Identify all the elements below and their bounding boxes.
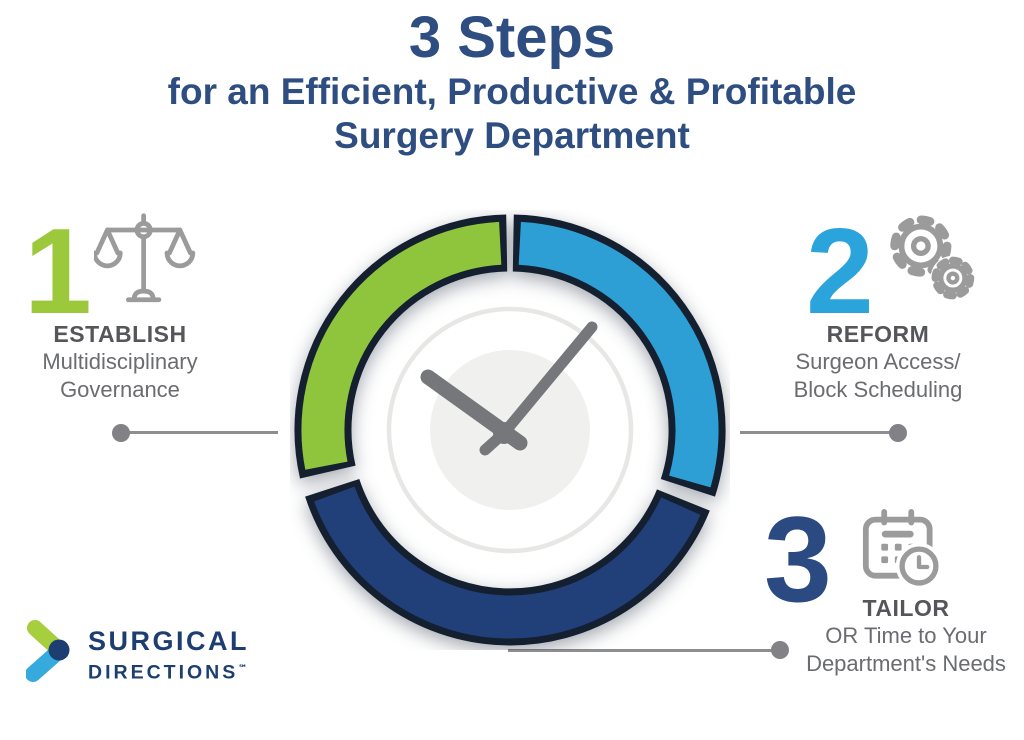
step-2-number: 2 bbox=[806, 203, 874, 339]
gears-icon bbox=[890, 215, 976, 301]
clock-inner-ring bbox=[386, 306, 634, 554]
step-2: REFORM Surgeon Access/ Block Scheduling bbox=[758, 320, 998, 404]
title-block: 3 Steps for an Efficient, Productive & P… bbox=[0, 6, 1024, 158]
step-3-heading: TAILOR bbox=[862, 595, 950, 621]
step-2-line-1: Surgeon Access/ bbox=[795, 349, 961, 374]
logo-chevron-icon bbox=[26, 620, 70, 682]
step-2-line-2: Block Scheduling bbox=[793, 377, 963, 402]
step-2-heading: REFORM bbox=[826, 321, 930, 347]
step-1-number: 1 bbox=[24, 203, 92, 339]
ring-segment-green bbox=[301, 221, 502, 470]
connector-line-3 bbox=[508, 649, 772, 652]
step-3: TAILOR OR Time to Your Department's Need… bbox=[786, 594, 1024, 678]
title-sub-2: Surgery Department bbox=[334, 115, 690, 156]
connector-dot-1 bbox=[112, 424, 130, 442]
step-3-number: 3 bbox=[764, 491, 832, 627]
clock-ring bbox=[294, 214, 726, 646]
scales-icon bbox=[94, 213, 196, 303]
title-main: 3 Steps bbox=[408, 5, 616, 70]
logo-trademark: ℠ bbox=[238, 663, 248, 673]
step-1-heading: ESTABLISH bbox=[53, 321, 187, 347]
logo-name-top: SURGICAL bbox=[88, 626, 249, 656]
connector-line-1 bbox=[128, 431, 278, 434]
surgical-directions-logo: SURGICAL DIRECTIONS℠ bbox=[26, 616, 286, 696]
clock-graphic bbox=[294, 214, 726, 646]
connector-line-2 bbox=[740, 431, 890, 434]
connector-dot-3 bbox=[771, 641, 789, 659]
ring-segment-blue bbox=[518, 221, 719, 488]
clock-hands bbox=[420, 321, 598, 456]
ring-segment-navy bbox=[314, 486, 701, 639]
calendar-clock-icon bbox=[862, 509, 943, 590]
logo-text: SURGICAL DIRECTIONS℠ bbox=[88, 626, 249, 685]
title-sub-1: for an Efficient, Productive & Profitabl… bbox=[167, 71, 857, 112]
step-1-line-1: Multidisciplinary bbox=[42, 349, 198, 374]
step-3-line-2: Department's Needs bbox=[806, 651, 1006, 676]
logo-name-bottom: DIRECTIONS℠ bbox=[88, 661, 248, 684]
clock-hub bbox=[493, 422, 515, 444]
step-1-line-2: Governance bbox=[60, 377, 180, 402]
step-3-line-1: OR Time to Your bbox=[825, 623, 987, 648]
step-1: ESTABLISH Multidisciplinary Governance bbox=[5, 320, 235, 404]
connector-dot-2 bbox=[889, 424, 907, 442]
